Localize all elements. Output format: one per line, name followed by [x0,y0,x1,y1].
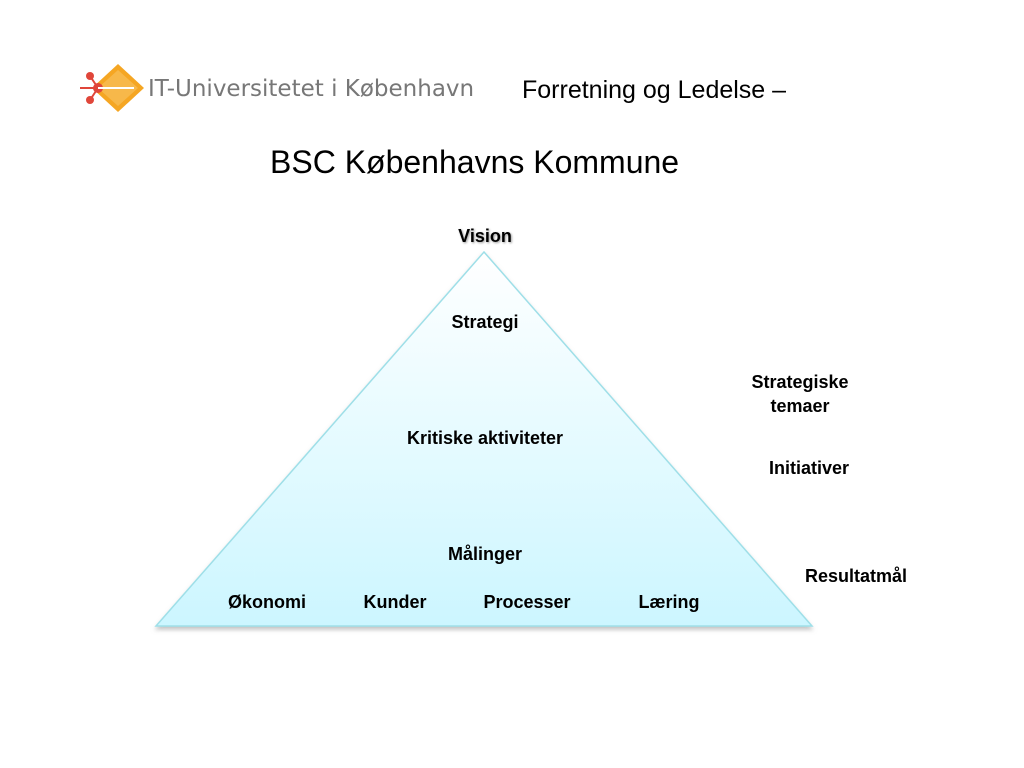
slide-title: BSC Københavns Kommune [270,144,680,180]
logo-text: IT-Universitetet i København [148,76,474,102]
pyramid-triangle [154,250,814,627]
label-initiatives: Initiativer [768,458,850,478]
course-subtitle: Forretning og Ledelse – [522,76,787,104]
label-strategic-themes-line1: Strategiske [751,372,849,392]
pyramid-level-critical-activities: Kritiske aktiviteter [406,428,564,448]
pyramid-level-measurements: Målinger [447,544,522,564]
label-strategic-themes-line2: temaer [770,396,830,416]
perspective-learning: Læring [638,592,700,612]
perspective-customers: Kunder [363,592,427,612]
bsc-pyramid [150,240,830,640]
label-result-goals: Resultatmål [804,566,908,586]
perspective-economy: Økonomi [227,592,306,612]
pyramid-level-strategy: Strategi [451,312,519,332]
logo-mark-icon [80,64,144,112]
perspective-processes: Processer [483,592,571,612]
pyramid-apex-vision: Vision [458,226,512,246]
label-strategic-themes: Strategiske temaer [730,370,870,418]
itu-logo: IT-Universitetet i København [78,60,498,116]
